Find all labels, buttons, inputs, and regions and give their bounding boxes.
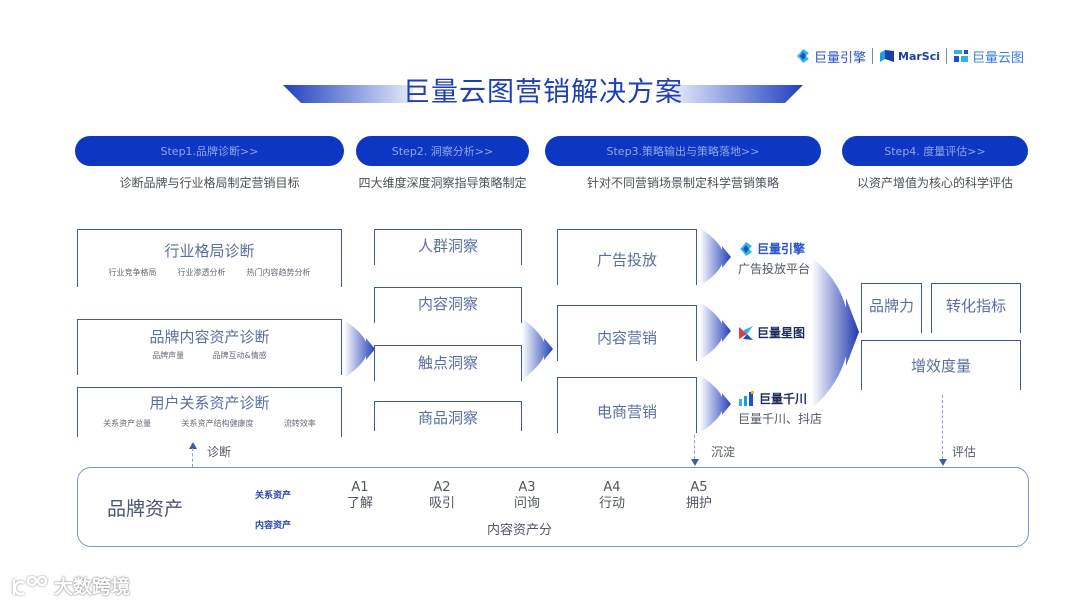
platform-qianchuan: 巨量千川 巨量千川、抖店: [738, 390, 823, 426]
insight-box-product: 商品洞察: [374, 401, 522, 431]
logo-divider: [946, 48, 948, 64]
ocean-engine-icon: [797, 49, 809, 63]
platform-ocean-engine: 巨量引擎 广告投放平台: [738, 241, 811, 276]
sub-item: 品牌互动&情感: [212, 351, 267, 360]
insight-box-audience: 人群洞察: [374, 229, 522, 265]
marsci-icon: [880, 50, 895, 62]
converge-arrow-icon: [812, 258, 859, 408]
brand-asset-panel: [77, 467, 1029, 547]
diagnosis-box-content-assets: 品牌内容资产诊断 品牌声量 品牌互动&情感: [77, 319, 342, 375]
yuntu-icon: [954, 50, 969, 62]
dashed-connector: [192, 448, 193, 467]
dashed-connector: [942, 395, 943, 459]
sub-item: 流转效率: [283, 419, 316, 428]
ocean-engine-logo: 巨量引擎: [795, 47, 866, 66]
strategy-box-ecommerce: 电商营销: [557, 377, 697, 433]
relation-asset-tag: 关系资产: [255, 491, 292, 501]
step-2-pill: Step2. 洞察分析>>: [356, 136, 529, 166]
arrow-down-icon: [691, 459, 699, 466]
flow-arrow-icon: [700, 375, 731, 433]
step-2-description: 四大维度深度洞察指导策略制定: [358, 176, 527, 190]
connector-label-diagnose: 诊断: [207, 445, 232, 459]
stage-a3: A3 问询: [513, 480, 540, 511]
platform-xingtu: 巨量星图: [738, 324, 805, 341]
sub-item: 行业渗透分析: [177, 268, 226, 277]
stage-a5: A5 拥护: [685, 480, 712, 511]
arrow-down-icon: [939, 459, 947, 466]
step-4-description: 以资产增值为核心的科学评估: [856, 176, 1013, 190]
flow-arrow-icon: [700, 302, 731, 360]
sub-item: 品牌声量: [152, 351, 185, 360]
diagnosis-box-industry: 行业格局诊断 行业竞争格局 行业渗透分析 热门内容趋势分析: [77, 229, 342, 287]
arrow-up-icon: [189, 442, 197, 449]
ocean-engine-icon: [740, 241, 752, 256]
step-3-pill: Step3.策略输出与策略落地>>: [545, 136, 821, 166]
sub-item: 行业竞争格局: [108, 268, 157, 277]
metric-box-brand-power: 品牌力: [861, 283, 922, 333]
strategy-box-content-marketing: 内容营销: [557, 305, 697, 361]
step-3-description: 针对不同营销场景制定科学营销策略: [586, 176, 779, 190]
content-asset-score: 内容资产分: [487, 523, 553, 538]
title-banner-shape: [283, 85, 803, 103]
dashed-connector: [694, 435, 695, 459]
brand-asset-title: 品牌资产: [107, 498, 184, 520]
flow-arrow-icon: [522, 318, 553, 380]
flow-arrow-icon: [700, 228, 731, 286]
diagnosis-box-user-relationship: 用户关系资产诊断 关系资产总量 关系资产结构健康度 流转效率: [77, 387, 342, 437]
marsci-logo: MarSci: [879, 48, 940, 64]
yuntu-logo: 巨量云图: [953, 47, 1024, 66]
stage-a1: A1 了解: [346, 480, 373, 511]
stage-a2: A2 吸引: [428, 480, 455, 511]
watermark: 大数跨境: [10, 572, 130, 599]
qianchuan-icon: [739, 390, 754, 406]
sub-item: 关系资产总量: [103, 419, 152, 428]
sub-item: 热门内容趋势分析: [246, 268, 311, 277]
step-1-pill: Step1.品牌诊断>>: [75, 136, 344, 166]
flow-arrow-icon: [344, 320, 375, 378]
logo-divider: [872, 48, 874, 64]
metric-box-conversion: 转化指标: [931, 283, 1021, 333]
metric-box-efficiency: 增效度量: [861, 340, 1021, 390]
connector-label-evaluate: 评估: [952, 445, 977, 459]
watermark-logo-icon: [12, 575, 48, 595]
step-1-description: 诊断品牌与行业格局制定营销目标: [119, 176, 300, 190]
xingtu-icon: [739, 325, 753, 340]
sub-item: 关系资产结构健康度: [181, 419, 254, 428]
insight-box-content: 内容洞察: [374, 287, 522, 323]
content-asset-tag: 内容资产: [255, 521, 292, 531]
page-title: 巨量云图营销解决方案: [403, 77, 683, 108]
stage-a4: A4 行动: [598, 480, 625, 511]
insight-box-touchpoint: 触点洞察: [374, 345, 522, 381]
partner-logos: 巨量引擎 MarSci 巨量云图: [795, 44, 1024, 68]
connector-label-deposit: 沉淀: [711, 445, 736, 459]
step-4-pill: Step4. 度量评估>>: [842, 136, 1028, 166]
strategy-box-ads: 广告投放: [557, 229, 697, 285]
